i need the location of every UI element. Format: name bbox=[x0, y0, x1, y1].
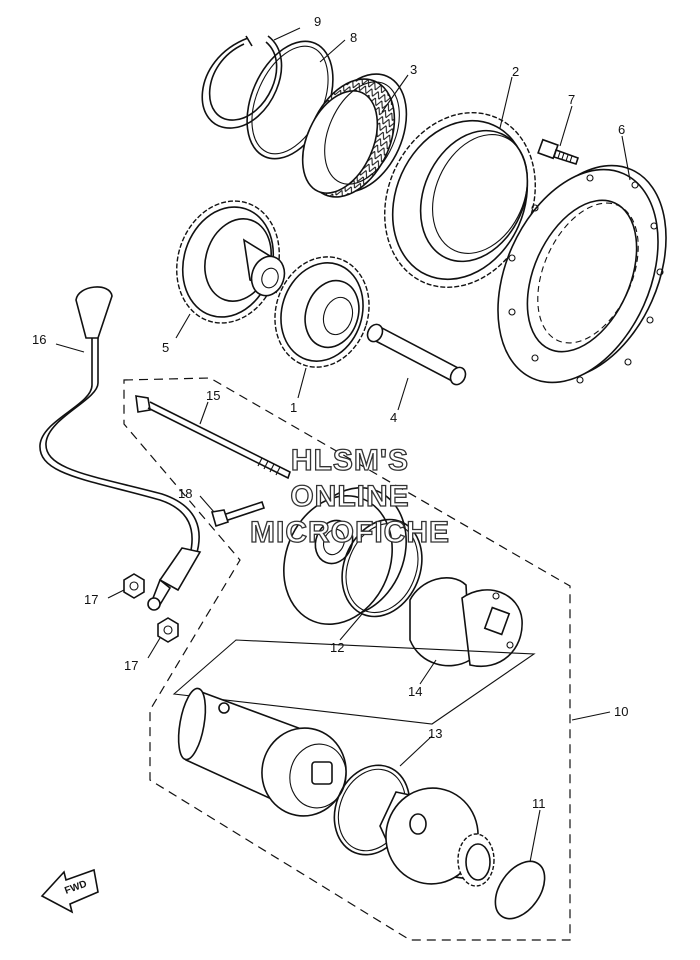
one-way-clutch-part-3[interactable] bbox=[288, 60, 424, 211]
shaft-part-4[interactable] bbox=[365, 322, 469, 387]
callout-12: 12 bbox=[330, 640, 344, 655]
motor-yoke[interactable] bbox=[174, 686, 353, 822]
housing-plate-part-6[interactable] bbox=[467, 140, 698, 407]
lead-wire-part-16[interactable] bbox=[39, 286, 202, 611]
brush-subframe bbox=[172, 639, 536, 725]
assembly-boundary-part-10 bbox=[123, 377, 571, 941]
callout-14: 14 bbox=[408, 684, 422, 699]
o-ring-part-12[interactable] bbox=[328, 507, 436, 628]
bolt-part-18[interactable] bbox=[210, 500, 266, 528]
rear-housing[interactable] bbox=[378, 781, 495, 892]
o-ring-part-11[interactable] bbox=[485, 852, 554, 927]
nut-part-17-upper[interactable] bbox=[123, 573, 145, 599]
callout-7: 7 bbox=[568, 92, 575, 107]
callout-15: 15 bbox=[206, 388, 220, 403]
callout-3: 3 bbox=[410, 62, 417, 77]
callout-17-lower: 17 bbox=[124, 658, 138, 673]
brush-holder-part-14[interactable] bbox=[409, 576, 523, 668]
leader-lines bbox=[55, 27, 631, 863]
watermark-line-3: MICROFICHE bbox=[250, 516, 450, 549]
callout-9: 9 bbox=[314, 14, 321, 29]
watermark-line-2: ONLINE bbox=[290, 480, 409, 513]
nut-part-17-lower[interactable] bbox=[157, 617, 179, 643]
wheel-gear-part-2[interactable] bbox=[358, 88, 563, 311]
watermark-line-1: HLSM'S bbox=[291, 444, 409, 477]
callouts: 9 8 3 2 7 6 5 1 4 16 15 18 17 17 12 14 1… bbox=[32, 14, 628, 811]
idle-gear-part-5[interactable] bbox=[161, 188, 294, 337]
callout-11: 11 bbox=[532, 796, 546, 811]
callout-4: 4 bbox=[390, 410, 397, 425]
long-bolt-part-15[interactable] bbox=[135, 395, 291, 480]
circlip-part-9[interactable] bbox=[201, 35, 283, 129]
callout-17-upper: 17 bbox=[84, 592, 98, 607]
callout-10: 10 bbox=[614, 704, 628, 719]
callout-16: 16 bbox=[32, 332, 46, 347]
callout-2: 2 bbox=[512, 64, 519, 79]
bolt-part-7[interactable] bbox=[537, 138, 580, 166]
callout-13: 13 bbox=[428, 726, 442, 741]
idle-gear-part-1[interactable] bbox=[261, 245, 383, 380]
callout-5: 5 bbox=[162, 340, 169, 355]
callout-6: 6 bbox=[618, 122, 625, 137]
callout-18: 18 bbox=[178, 486, 192, 501]
callout-8: 8 bbox=[350, 30, 357, 45]
callout-1: 1 bbox=[290, 400, 297, 415]
fwd-arrow-badge: FWD bbox=[40, 868, 99, 914]
watermark: HLSM'S ONLINE MICROFICHE bbox=[249, 443, 450, 549]
